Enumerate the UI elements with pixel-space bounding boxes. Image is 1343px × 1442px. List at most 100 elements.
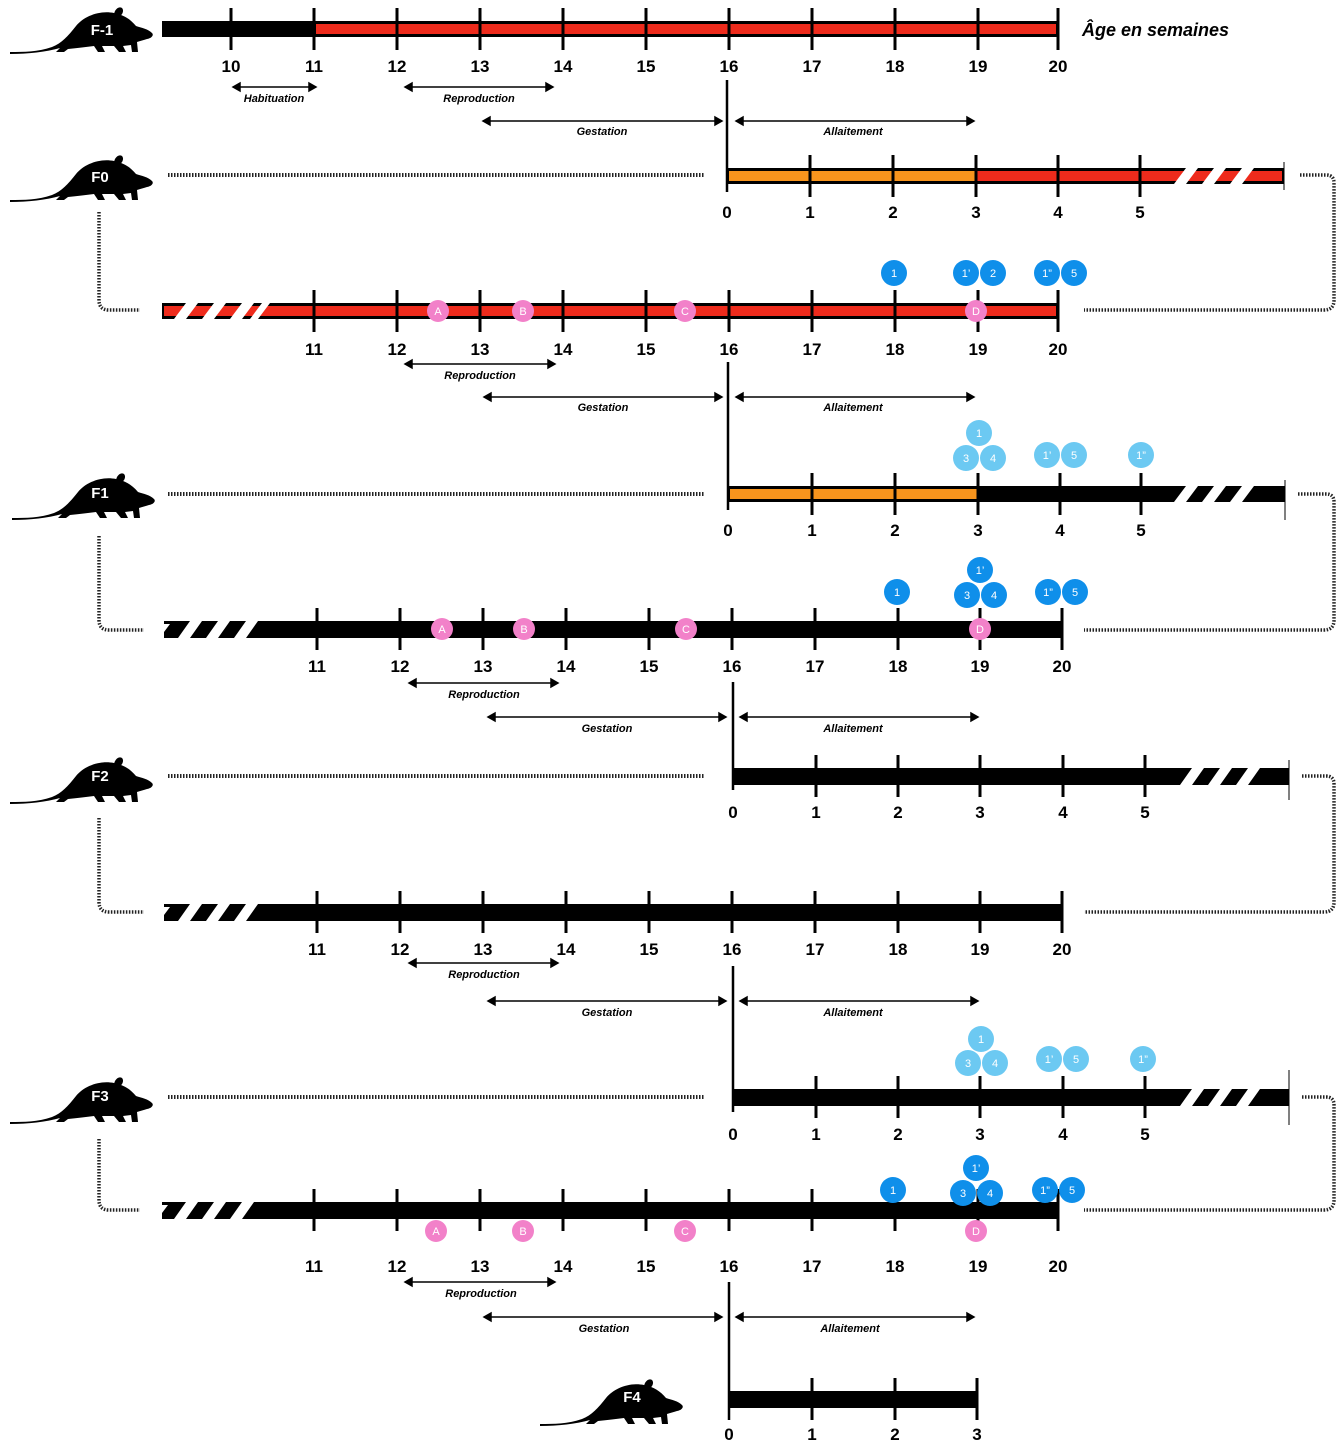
tick-label: 3 [973,521,982,540]
blue-marker: 1’ [967,557,993,583]
blue-marker: 1” [1034,260,1060,286]
pink-marker: A [431,618,453,640]
marker-label: 5 [1069,1185,1075,1197]
tick-label: 16 [723,940,742,959]
timeline-bar-orange-fill [729,171,977,181]
tick-label: 13 [471,1257,490,1276]
marker-label: 4 [992,1058,998,1070]
phase-label-reproduction: Reproduction [448,689,520,701]
tick-label: 20 [1049,340,1068,359]
timeline-bar [162,1202,1058,1219]
blue-marker: 1” [1032,1177,1058,1203]
light-blue-marker: 4 [980,445,1006,471]
blue-marker: 1 [881,260,907,286]
tick-label: 2 [890,1425,899,1442]
blue-marker: 1’ [963,1155,989,1181]
timeline-bar [164,904,1062,921]
tick-label: 14 [554,57,573,76]
marker-label: B [519,1226,526,1238]
tick-label: 20 [1053,657,1072,676]
marker-label: 3 [963,453,969,465]
phase-label-reproduction: Reproduction [444,370,516,382]
tick-label: 19 [971,657,990,676]
tick-label: 13 [471,340,490,359]
generation-label-f3: F3 [91,1088,109,1105]
rat-silhouette-icon: F3 [10,1077,153,1124]
tick-label: 3 [975,1125,984,1144]
light-blue-marker: 5 [1061,442,1087,468]
tick-label: 16 [723,657,742,676]
rat-silhouette-icon: F4 [540,1379,683,1426]
phase-label-gestation: Gestation [578,402,629,414]
blue-marker: 1’ [953,260,979,286]
dotted-connector [97,1139,140,1212]
phase-label-gestation: Gestation [582,723,633,735]
dotted-connector [1084,173,1336,312]
dotted-connector [97,212,140,312]
marker-label: B [520,624,527,636]
timeline-bar-red-fill [316,24,1056,34]
phase-label-allaitement: Allaitement [819,1323,881,1335]
marker-label: D [972,1226,980,1238]
hatch-segment [164,904,258,921]
timeline-bar-red-fill [164,306,1056,316]
dotted-connector [97,818,144,914]
phase-arrows [403,358,976,403]
blue-marker: 5 [1059,1177,1085,1203]
tick-label: 18 [886,1257,905,1276]
marker-label: 3 [964,590,970,602]
phase-label-reproduction: Reproduction [443,93,515,105]
phase-label-allaitement: Allaitement [822,1007,884,1019]
tick-label: 15 [640,657,659,676]
tick-label: 13 [474,940,493,959]
tick-label: 20 [1053,940,1072,959]
light-blue-marker: 4 [982,1050,1008,1076]
marker-label: D [972,306,980,318]
tick-label: 15 [640,940,659,959]
blue-marker: 1 [884,579,910,605]
marker-label: 5 [1071,450,1077,462]
phase-arrows [407,677,980,723]
hatch-segment [1172,168,1282,184]
marker-label: 1 [976,428,982,440]
tick-label: 12 [388,57,407,76]
timeline-bar [729,1391,978,1408]
marker-label: 3 [960,1188,966,1200]
light-blue-marker: 1” [1128,442,1154,468]
light-blue-marker: 1 [968,1026,994,1052]
tick-marks [814,1076,1147,1118]
pink-marker: C [675,618,697,640]
tick-label: 4 [1058,1125,1068,1144]
tick-label: 2 [893,1125,902,1144]
marker-label: 1 [894,587,900,599]
blue-marker: 3 [954,582,980,608]
tick-label: 11 [305,340,323,359]
phase-label-allaitement: Allaitement [822,402,884,414]
light-blue-marker: 1’ [1036,1046,1062,1072]
marker-label: 5 [1073,1054,1079,1066]
tick-label: 20 [1049,1257,1068,1276]
marker-label: B [519,306,526,318]
marker-label: 1’ [1043,450,1052,462]
tick-marks [808,155,1142,197]
phase-arrows [407,957,980,1007]
tick-label: 14 [557,940,576,959]
tick-label: 17 [803,57,822,76]
tick-label: 17 [803,340,822,359]
tick-label: 16 [720,57,739,76]
tick-label: 1 [811,803,820,822]
marker-label: 4 [991,590,997,602]
tick-label: 20 [1049,57,1068,76]
tick-label: 4 [1058,803,1068,822]
tick-label: 1 [807,521,816,540]
tick-label: 19 [971,940,990,959]
rat-silhouette-icon: F2 [10,757,153,804]
tick-label: 12 [391,657,410,676]
blue-marker: 4 [977,1180,1003,1206]
tick-label: 14 [557,657,576,676]
tick-label: 4 [1055,521,1065,540]
tick-label: 0 [722,203,731,222]
phase-label-gestation: Gestation [577,126,628,138]
phase-label-reproduction: Reproduction [445,1288,517,1300]
light-blue-marker: 1’ [1034,442,1060,468]
